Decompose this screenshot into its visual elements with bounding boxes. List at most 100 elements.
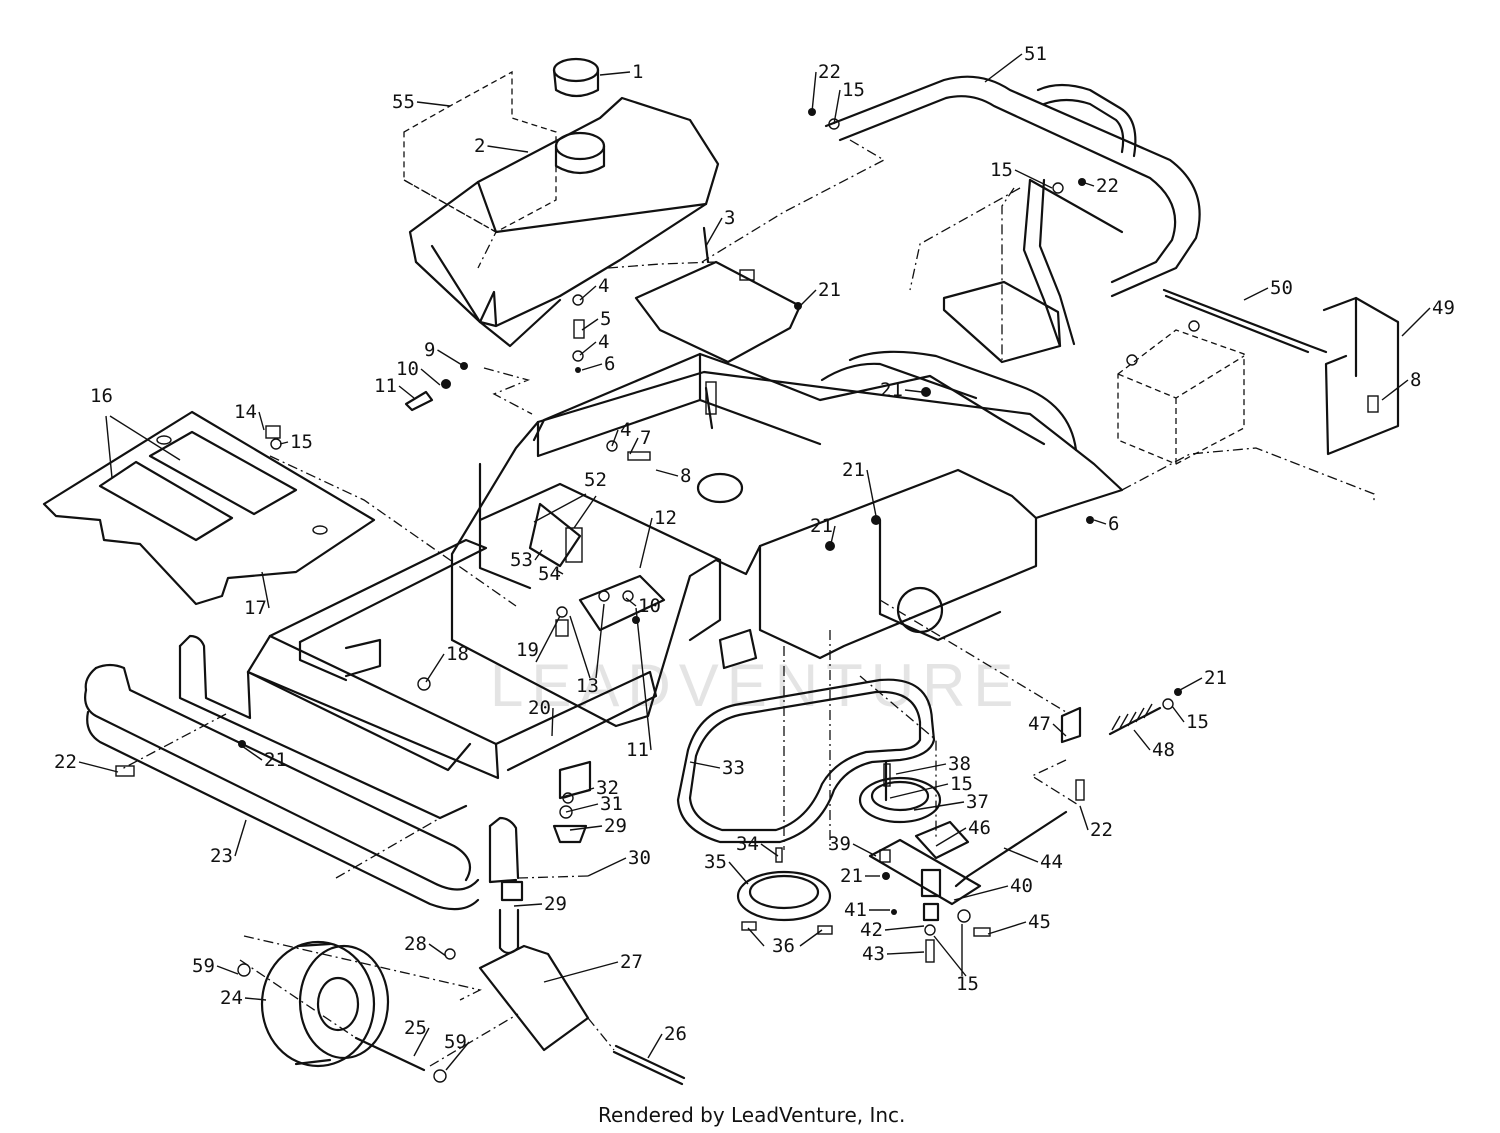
callout-c1: 1	[632, 61, 643, 83]
callout-c53: 53	[510, 549, 533, 571]
callout-c21g: 21	[840, 865, 863, 887]
callout-c34: 34	[736, 833, 759, 855]
leader-c27	[543, 961, 619, 983]
callout-c59b: 59	[444, 1031, 467, 1053]
leader-c8b	[655, 469, 679, 477]
callout-c32: 32	[596, 777, 619, 799]
leader-c53	[534, 549, 543, 561]
callout-c48: 48	[1152, 739, 1175, 761]
callout-c22b: 22	[1096, 175, 1119, 197]
leader-c26	[647, 1033, 663, 1059]
leader-c12	[639, 517, 653, 569]
leader-c35	[728, 861, 749, 885]
callout-c41: 41	[844, 899, 867, 921]
leader-c34	[760, 843, 779, 857]
callout-c9: 9	[424, 339, 435, 361]
leader-c59b	[445, 1041, 470, 1071]
callout-c52: 52	[584, 469, 607, 491]
floor-pan-part	[42, 410, 376, 606]
leader-c51	[984, 53, 1023, 83]
callout-c50: 50	[1270, 277, 1293, 299]
leader-c48	[1133, 729, 1151, 751]
callout-c15a: 15	[842, 79, 865, 101]
leader-c31	[565, 803, 599, 813]
front-frame-rails	[178, 538, 758, 884]
leader-c45	[987, 921, 1027, 935]
leader-c4c	[611, 429, 619, 447]
leader-c10a	[420, 368, 441, 386]
callout-c36: 36	[772, 935, 795, 957]
battery-part	[1117, 288, 1400, 465]
callout-c31: 31	[600, 793, 623, 815]
callout-c20: 20	[528, 697, 551, 719]
callout-c2: 2	[474, 135, 485, 157]
callout-c15b: 15	[990, 159, 1013, 181]
callout-c4c: 4	[620, 419, 631, 441]
callout-c21f: 21	[264, 749, 287, 771]
callout-c49: 49	[1432, 297, 1455, 319]
leader-c5	[581, 318, 599, 331]
callout-c15d: 15	[1186, 711, 1209, 733]
drive-belt-part	[676, 678, 942, 922]
leader-c21c	[866, 469, 877, 517]
leader-c42	[884, 925, 925, 931]
leader-c2	[487, 145, 529, 153]
callout-c24: 24	[220, 987, 243, 1009]
leader-c20	[551, 707, 554, 737]
callout-c15c: 15	[290, 431, 313, 453]
leader-c11b	[635, 607, 652, 751]
callout-c29b: 29	[544, 893, 567, 915]
leader-c29b	[513, 903, 543, 907]
leader-c14	[258, 411, 265, 431]
leader-c10b	[625, 597, 637, 607]
callout-c4a: 4	[598, 275, 609, 297]
leader-c49	[1401, 307, 1431, 337]
front-bumper-part	[84, 663, 480, 911]
callout-c47: 47	[1028, 713, 1051, 735]
callout-c21e: 21	[1204, 667, 1227, 689]
leader-c29a	[569, 825, 603, 831]
leader-c25	[413, 1027, 430, 1057]
callout-c42: 42	[860, 919, 883, 941]
callout-c8a: 8	[1410, 369, 1421, 391]
leader-c11a	[398, 385, 415, 399]
watermark-text: LEADVENTURE	[490, 652, 1021, 719]
callout-c6a: 6	[604, 353, 615, 375]
leader-c15b	[1014, 169, 1053, 189]
leader-c17	[261, 571, 270, 609]
callout-c11a: 11	[374, 375, 397, 397]
leader-c47	[1052, 723, 1067, 737]
assembly-guide-lines	[119, 139, 1375, 1067]
leader-c4a	[579, 285, 597, 301]
leader-c15c	[279, 441, 289, 445]
callout-c19: 19	[516, 639, 539, 661]
leader-c46	[935, 827, 967, 847]
callout-c4b: 4	[598, 331, 609, 353]
callout-c3: 3	[724, 207, 735, 229]
callout-c18: 18	[446, 643, 469, 665]
callout-c22a: 22	[818, 61, 841, 83]
leader-c15e	[889, 783, 949, 799]
leader-c23	[234, 819, 247, 857]
leader-c30	[587, 857, 627, 877]
callout-c54: 54	[538, 563, 561, 585]
multi-leaders	[105, 415, 967, 977]
leader-c32	[563, 787, 595, 799]
callout-c33: 33	[722, 757, 745, 779]
callout-c11b: 11	[626, 739, 649, 761]
callout-c21d: 21	[810, 515, 833, 537]
leader-c40	[953, 885, 1009, 901]
callout-c39: 39	[828, 833, 851, 855]
callout-c26: 26	[664, 1023, 687, 1045]
leader-c22b	[1081, 181, 1095, 187]
leader-c54	[555, 569, 564, 575]
leader-c21e	[1179, 677, 1203, 691]
leader-c9	[437, 349, 463, 366]
fuel-tank-part	[403, 57, 720, 348]
tank-bracket-part	[634, 226, 802, 364]
leader-c59a	[216, 965, 239, 975]
leader-c15d	[1171, 705, 1185, 723]
leader-c22a	[811, 71, 817, 113]
callout-c10b: 10	[638, 595, 661, 617]
